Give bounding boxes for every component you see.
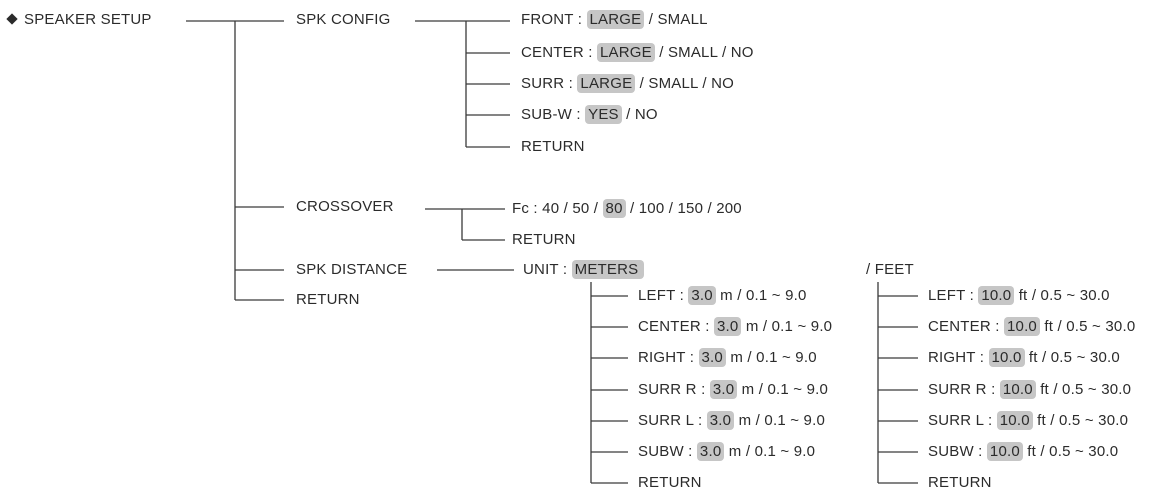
distance-unit: m: [730, 349, 744, 366]
selected-value: LARGE: [596, 43, 655, 62]
distance-unit: ft: [1040, 381, 1049, 398]
channel-name: SURR L :: [638, 412, 703, 429]
surr-option[interactable]: SURR : LARGE / SMALL / NO: [521, 74, 734, 94]
distance-unit: m: [738, 412, 752, 429]
distance-range: / 0.1 ~ 9.0: [745, 443, 816, 460]
distance-value: 10.0: [978, 286, 1015, 305]
channel-name: SUBW :: [928, 443, 983, 460]
distance-range: / 0.5 ~ 30.0: [1057, 318, 1136, 335]
meters-left-row[interactable]: LEFT : 3.0 m / 0.1 ~ 9.0: [638, 286, 807, 306]
distance-value: 10.0: [986, 442, 1023, 461]
distance-value: 3.0: [688, 286, 716, 305]
distance-unit: ft: [1027, 443, 1037, 460]
spk-config-return[interactable]: RETURN: [521, 138, 585, 155]
distance-unit: ft: [1044, 318, 1054, 335]
feet-return[interactable]: RETURN: [928, 474, 992, 491]
distance-unit: ft: [1037, 412, 1046, 429]
distance-unit: m: [745, 318, 759, 335]
feet-subw-row[interactable]: SUBW : 10.0 ft / 0.5 ~ 30.0: [928, 442, 1118, 462]
distance-range: / 0.5 ~ 30.0: [1040, 443, 1119, 460]
distance-range: / 0.1 ~ 9.0: [737, 287, 807, 304]
distance-range: / 0.5 ~ 30.0: [1031, 287, 1110, 304]
meters-surr-l-row[interactable]: SURR L : 3.0 m / 0.1 ~ 9.0: [638, 411, 825, 431]
meters-center-row[interactable]: CENTER : 3.0 m / 0.1 ~ 9.0: [638, 317, 832, 337]
distance-value: 3.0: [696, 442, 725, 461]
front-option[interactable]: FRONT : LARGE / SMALL: [521, 10, 708, 30]
meters-subw-row[interactable]: SUBW : 3.0 m / 0.1 ~ 9.0: [638, 442, 815, 462]
distance-range: / 0.1 ~ 9.0: [758, 381, 829, 398]
distance-value: 10.0: [996, 411, 1033, 430]
distance-range: / 0.5 ~ 30.0: [1050, 412, 1129, 429]
distance-unit: m: [741, 381, 755, 398]
feet-center-row[interactable]: CENTER : 10.0 ft / 0.5 ~ 30.0: [928, 317, 1135, 337]
distance-value: 3.0: [698, 348, 726, 367]
option-name: FRONT :: [521, 11, 583, 28]
distance-range: / 0.1 ~ 9.0: [747, 349, 817, 366]
channel-name: LEFT :: [928, 287, 974, 304]
option-name: SUB-W :: [521, 106, 581, 123]
distance-value: 3.0: [709, 380, 738, 399]
unit-option[interactable]: UNIT : METERS: [523, 260, 645, 280]
other-values: / SMALL / NO: [639, 75, 735, 92]
distance-value: 3.0: [706, 411, 735, 430]
unit-label: UNIT :: [523, 261, 568, 278]
channel-name: RIGHT :: [638, 349, 695, 366]
option-name: SURR :: [521, 75, 574, 92]
fc-selected-value: 80: [602, 199, 626, 218]
distance-unit: ft: [1018, 287, 1028, 304]
feet-surr-r-row[interactable]: SURR R : 10.0 ft / 0.5 ~ 30.0: [928, 380, 1131, 400]
channel-name: SURR R :: [638, 381, 706, 398]
distance-value: 10.0: [988, 348, 1025, 367]
channel-name: LEFT :: [638, 287, 684, 304]
selected-value: LARGE: [577, 74, 636, 93]
distance-unit: m: [720, 287, 733, 304]
channel-name: CENTER :: [928, 318, 1000, 335]
fc-option[interactable]: Fc : 40 / 50 / 80 / 100 / 150 / 200: [512, 199, 742, 219]
feet-right-row[interactable]: RIGHT : 10.0 ft / 0.5 ~ 30.0: [928, 348, 1120, 368]
distance-unit: ft: [1028, 349, 1038, 366]
option-name: CENTER :: [521, 44, 593, 61]
distance-range: / 0.1 ~ 9.0: [755, 412, 826, 429]
channel-name: SURR L :: [928, 412, 993, 429]
distance-value: 10.0: [999, 380, 1036, 399]
unit-feet-option[interactable]: / FEET: [866, 261, 914, 278]
fc-values-before: Fc : 40 / 50 /: [512, 200, 599, 217]
speaker-setup-root: SPEAKER SETUP: [6, 10, 152, 30]
other-values: / SMALL / NO: [659, 44, 754, 61]
crossover-item[interactable]: CROSSOVER: [296, 198, 394, 215]
channel-name: SURR R :: [928, 381, 996, 398]
other-values: / NO: [626, 106, 658, 123]
diamond-bullet-icon: [6, 13, 18, 25]
distance-value: 10.0: [1003, 317, 1040, 336]
channel-name: RIGHT :: [928, 349, 985, 366]
other-values: / SMALL: [648, 11, 708, 28]
center-option[interactable]: CENTER : LARGE / SMALL / NO: [521, 43, 754, 63]
root-label: SPEAKER SETUP: [24, 11, 152, 28]
spk-distance-item[interactable]: SPK DISTANCE: [296, 261, 408, 278]
selected-value: LARGE: [586, 10, 645, 29]
spk-config-item[interactable]: SPK CONFIG: [296, 11, 391, 28]
crossover-return[interactable]: RETURN: [512, 231, 576, 248]
distance-range: / 0.5 ~ 30.0: [1053, 381, 1132, 398]
meters-surr-r-row[interactable]: SURR R : 3.0 m / 0.1 ~ 9.0: [638, 380, 828, 400]
meters-right-row[interactable]: RIGHT : 3.0 m / 0.1 ~ 9.0: [638, 348, 817, 368]
subw-option[interactable]: SUB-W : YES / NO: [521, 105, 658, 125]
fc-values-after: / 100 / 150 / 200: [630, 200, 742, 217]
distance-range: / 0.1 ~ 9.0: [762, 318, 833, 335]
channel-name: CENTER :: [638, 318, 710, 335]
channel-name: SUBW :: [638, 443, 693, 460]
feet-left-row[interactable]: LEFT : 10.0 ft / 0.5 ~ 30.0: [928, 286, 1110, 306]
meters-return[interactable]: RETURN: [638, 474, 702, 491]
unit-selected-value: METERS: [571, 260, 645, 279]
distance-value: 3.0: [713, 317, 742, 336]
feet-surr-l-row[interactable]: SURR L : 10.0 ft / 0.5 ~ 30.0: [928, 411, 1128, 431]
distance-unit: m: [728, 443, 742, 460]
selected-value: YES: [585, 105, 622, 124]
distance-range: / 0.5 ~ 30.0: [1042, 349, 1120, 366]
root-return-item[interactable]: RETURN: [296, 291, 360, 308]
